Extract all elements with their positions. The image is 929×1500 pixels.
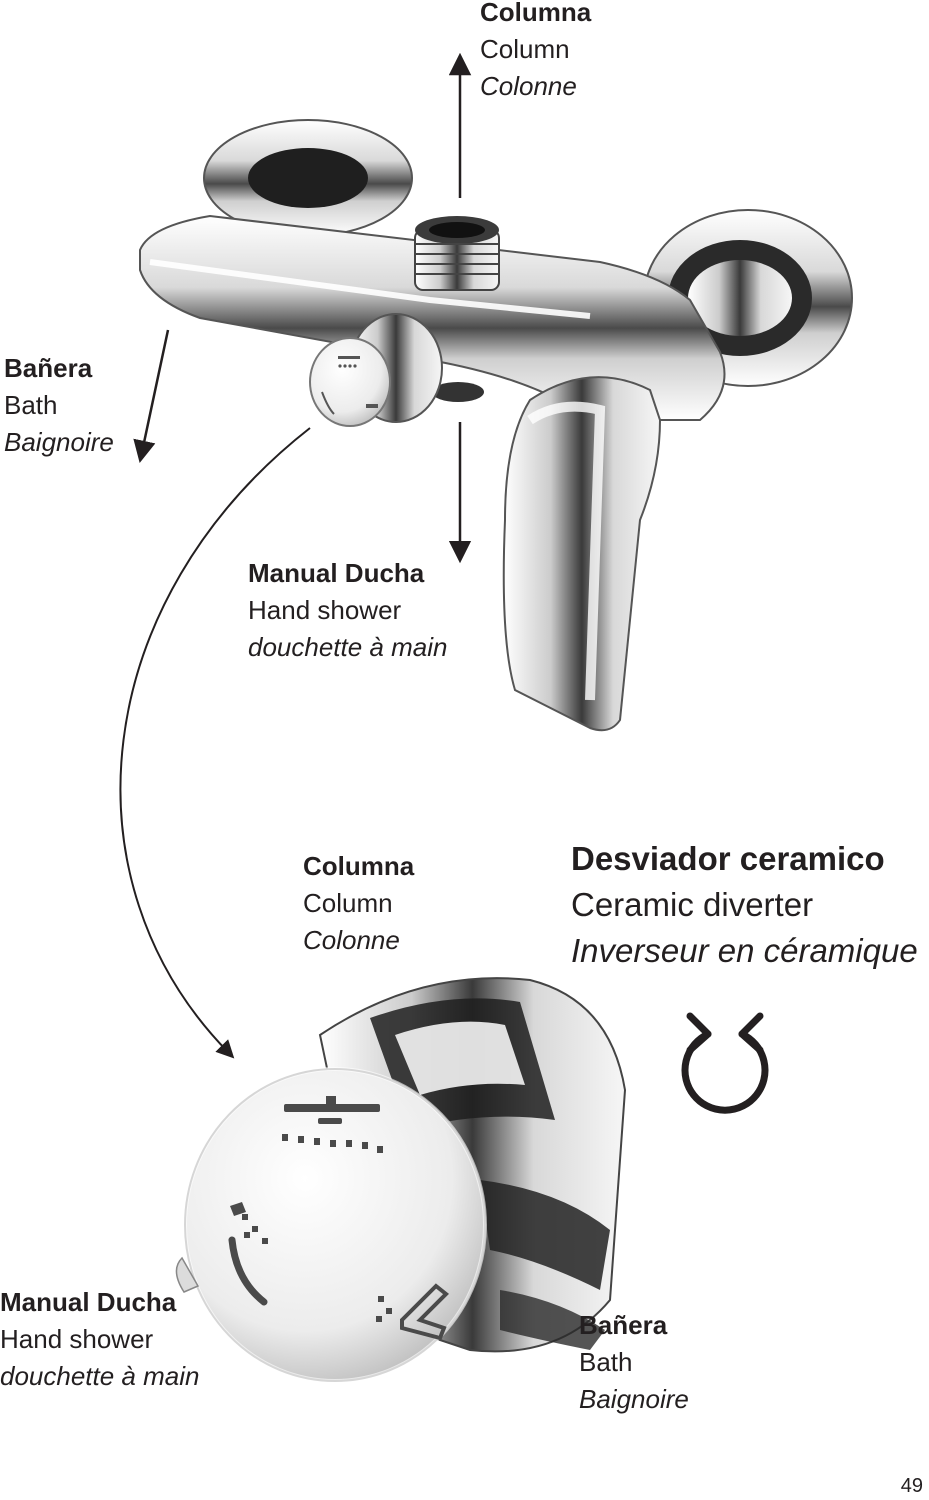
top-column-es: Columna: [480, 0, 592, 27]
detail-hand-shower-label: Manual Ducha Hand shower douchette à mai…: [0, 1284, 199, 1395]
detail-hand-shower-es: Manual Ducha: [0, 1287, 177, 1317]
top-bath-label: Bañera Bath Baignoire: [4, 350, 114, 461]
bath-spout-icon: [376, 1283, 449, 1341]
detail-bath-es: Bañera: [579, 1310, 668, 1340]
detail-bath-fr: Baignoire: [579, 1384, 689, 1414]
top-bath-en: Bath: [4, 390, 58, 420]
detail-diverter-es: Desviador ceramico: [571, 840, 885, 877]
page-number: 49: [900, 1475, 923, 1497]
detail-hand-shower-en: Hand shower: [0, 1324, 154, 1354]
detail-diverter-label: Desviador ceramico Ceramic diverter Inve…: [571, 836, 918, 974]
knob-symbols-icon: [321, 356, 378, 415]
hand-shower-icon: [228, 1202, 268, 1306]
faucet-mixer: [139, 119, 853, 732]
top-bath-es: Bañera: [4, 353, 93, 383]
detail-diverter-en: Ceramic diverter: [571, 886, 814, 923]
detail-column-label: Columna Column Colonne: [303, 848, 414, 959]
detail-bath-en: Bath: [579, 1347, 633, 1377]
detail-column-es: Columna: [303, 851, 415, 881]
detail-hand-shower-fr: douchette à main: [0, 1361, 200, 1391]
detail-diverter-fr: Inverseur en céramique: [571, 932, 918, 969]
top-hand-shower-es: Manual Ducha: [248, 558, 425, 588]
top-column-en: Column: [480, 34, 570, 64]
detail-bath-label: Bañera Bath Baignoire: [579, 1307, 689, 1418]
top-column-label: Columna Column Colonne: [480, 0, 591, 105]
detail-column-en: Column: [303, 888, 393, 918]
top-bath-fr: Baignoire: [4, 427, 114, 457]
shower-head-icon: [282, 1096, 383, 1153]
detail-column-fr: Colonne: [303, 925, 400, 955]
top-hand-shower-en: Hand shower: [248, 595, 402, 625]
top-column-fr: Colonne: [480, 71, 577, 101]
rotate-icon: [681, 1012, 769, 1114]
bath-arrow: [133, 329, 170, 464]
diverter-detail: [175, 977, 627, 1383]
top-hand-shower-label: Manual Ducha Hand shower douchette à mai…: [248, 555, 447, 666]
top-hand-shower-fr: douchette à main: [248, 632, 448, 662]
detail-callout-curve: [119, 427, 311, 1059]
